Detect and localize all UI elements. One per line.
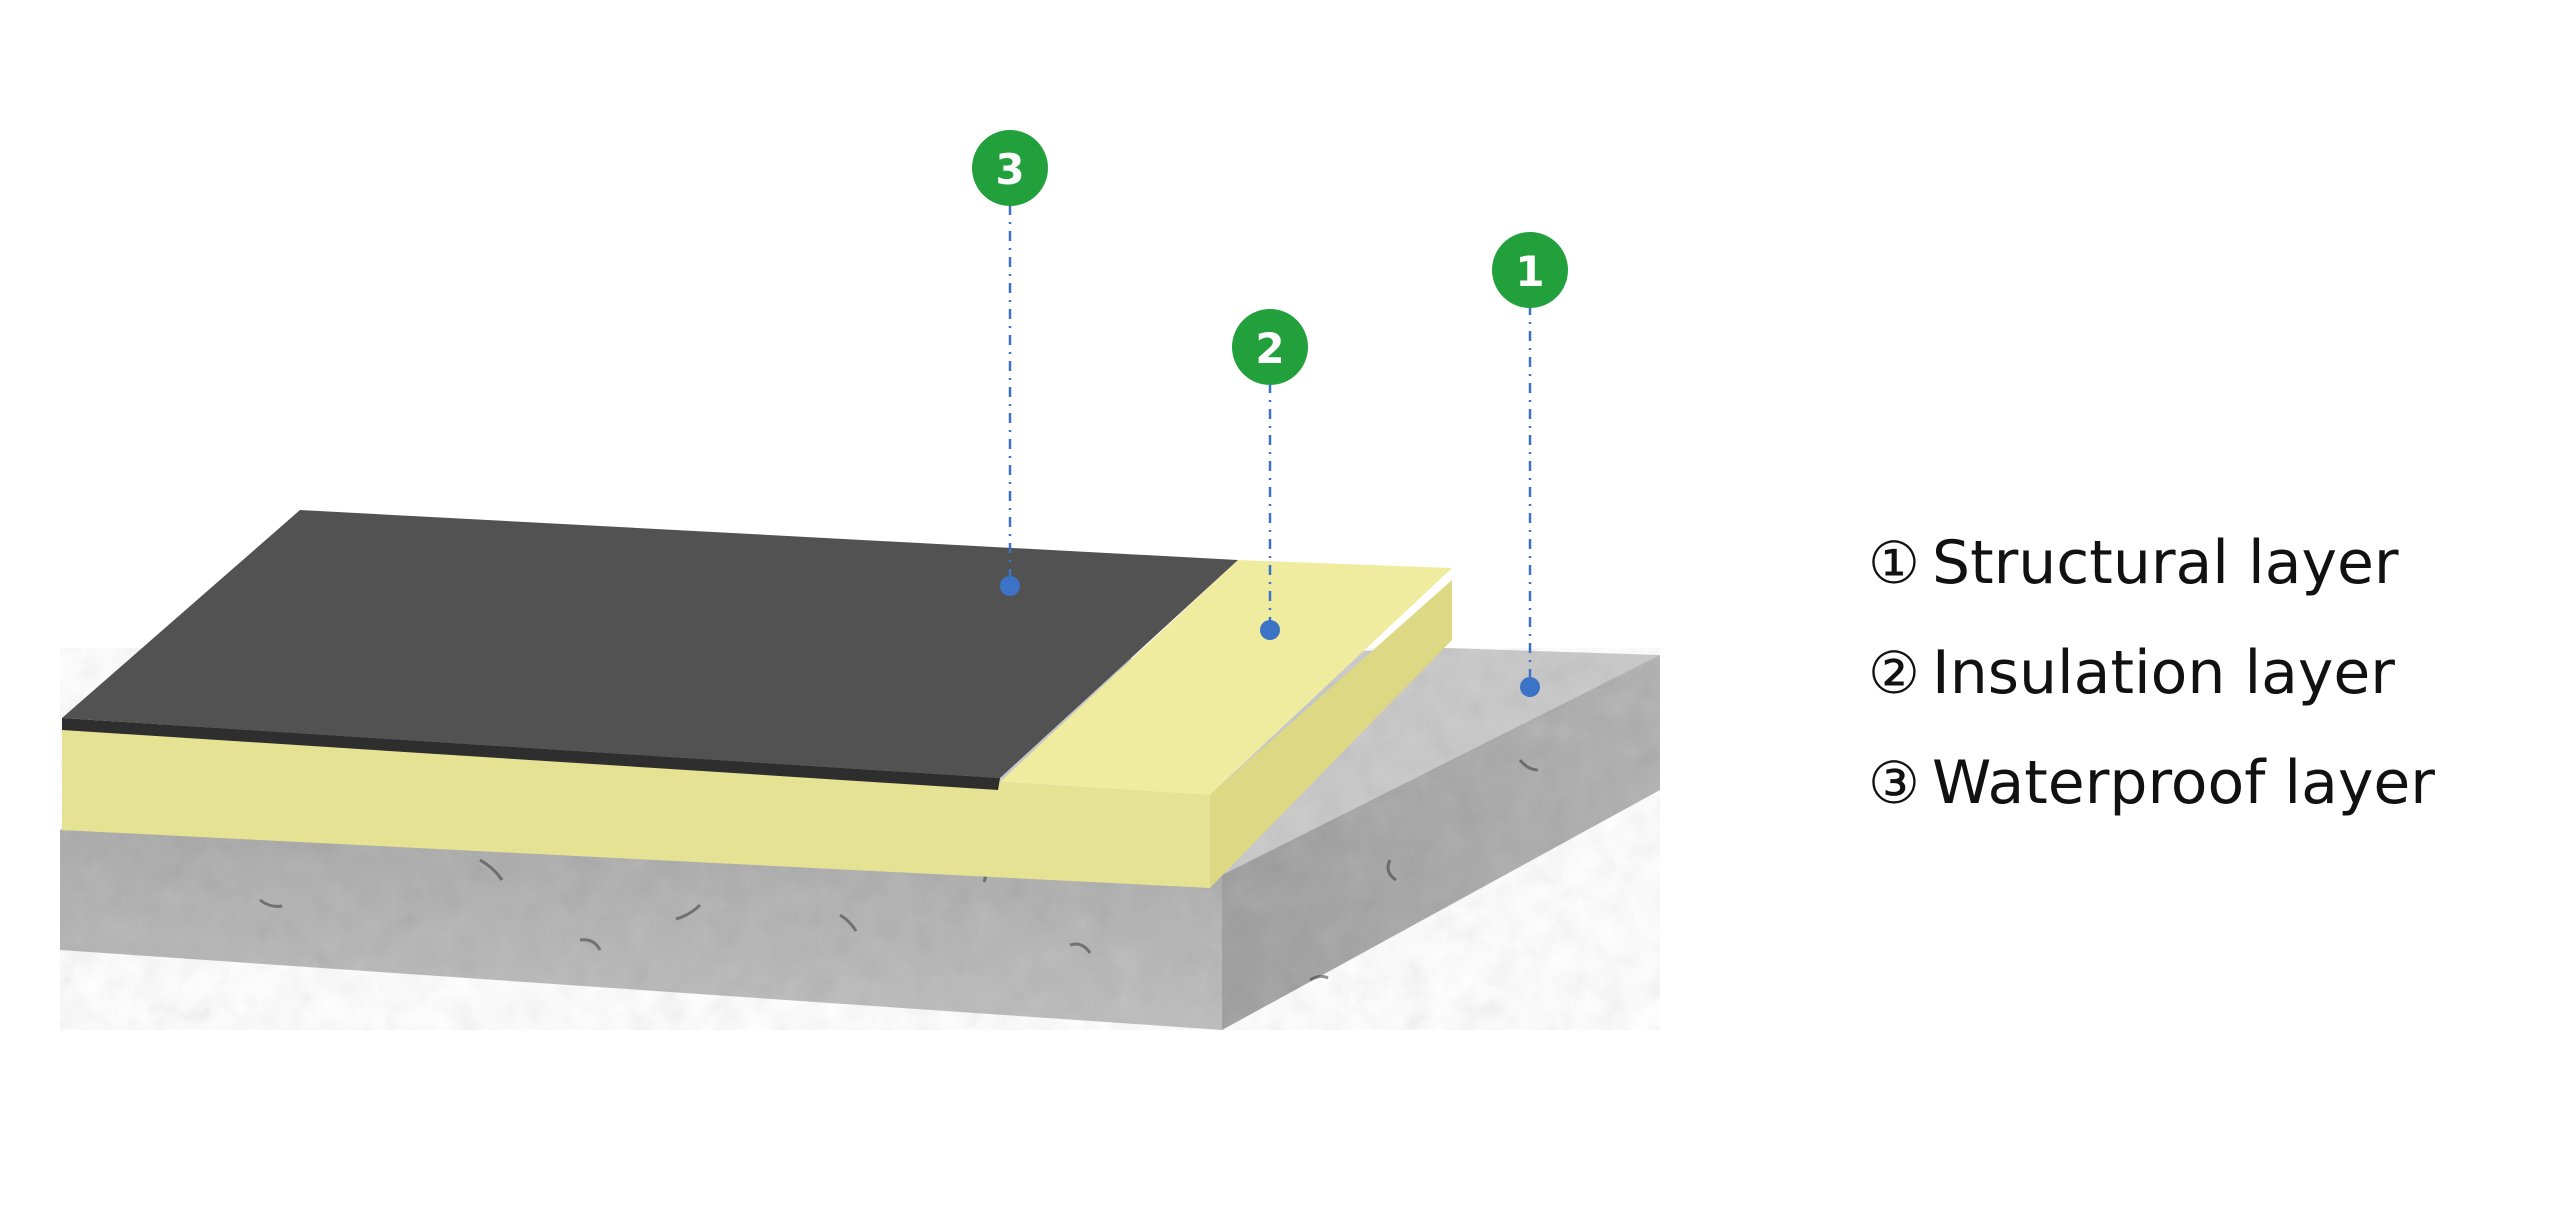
insulation-layer-top	[1000, 560, 1452, 795]
legend-item-structural: ① Structural layer	[1868, 508, 2508, 618]
marker-1: 1	[1492, 232, 1568, 308]
marker-1-label: 1	[1515, 247, 1544, 296]
marker-3-label: 3	[995, 145, 1024, 194]
marker-1-circle	[1492, 232, 1568, 308]
waterproof-layer-edge	[62, 718, 1000, 790]
leader-lines	[1008, 205, 1532, 685]
insulation-layer-side	[1210, 580, 1452, 888]
leader-dot-1	[1520, 677, 1540, 697]
leader-dot-2	[1260, 620, 1280, 640]
waterproof-layer-top	[62, 510, 1238, 778]
legend-text: Structural layer	[1932, 528, 2399, 598]
marker-3-circle	[972, 130, 1048, 206]
waterproof-layer	[62, 510, 1238, 790]
legend-text: Insulation layer	[1932, 638, 2395, 708]
leader-dot-3	[1000, 576, 1020, 596]
legend-item-waterproof: ③ Waterproof layer	[1868, 728, 2508, 838]
legend-number: ①	[1868, 529, 1920, 597]
leader-dots	[1000, 576, 1540, 697]
legend-item-insulation: ② Insulation layer	[1868, 618, 2508, 728]
marker-2: 2	[1232, 309, 1308, 385]
legend: ① Structural layer ② Insulation layer ③ …	[1868, 508, 2508, 838]
marker-3: 3	[972, 130, 1048, 206]
legend-text: Waterproof layer	[1932, 748, 2435, 818]
insulation-layer	[62, 560, 1452, 888]
legend-number: ②	[1868, 639, 1920, 707]
insulation-layer-front	[62, 725, 1210, 888]
legend-number: ③	[1868, 749, 1920, 817]
marker-2-circle	[1232, 309, 1308, 385]
marker-2-label: 2	[1255, 324, 1284, 373]
